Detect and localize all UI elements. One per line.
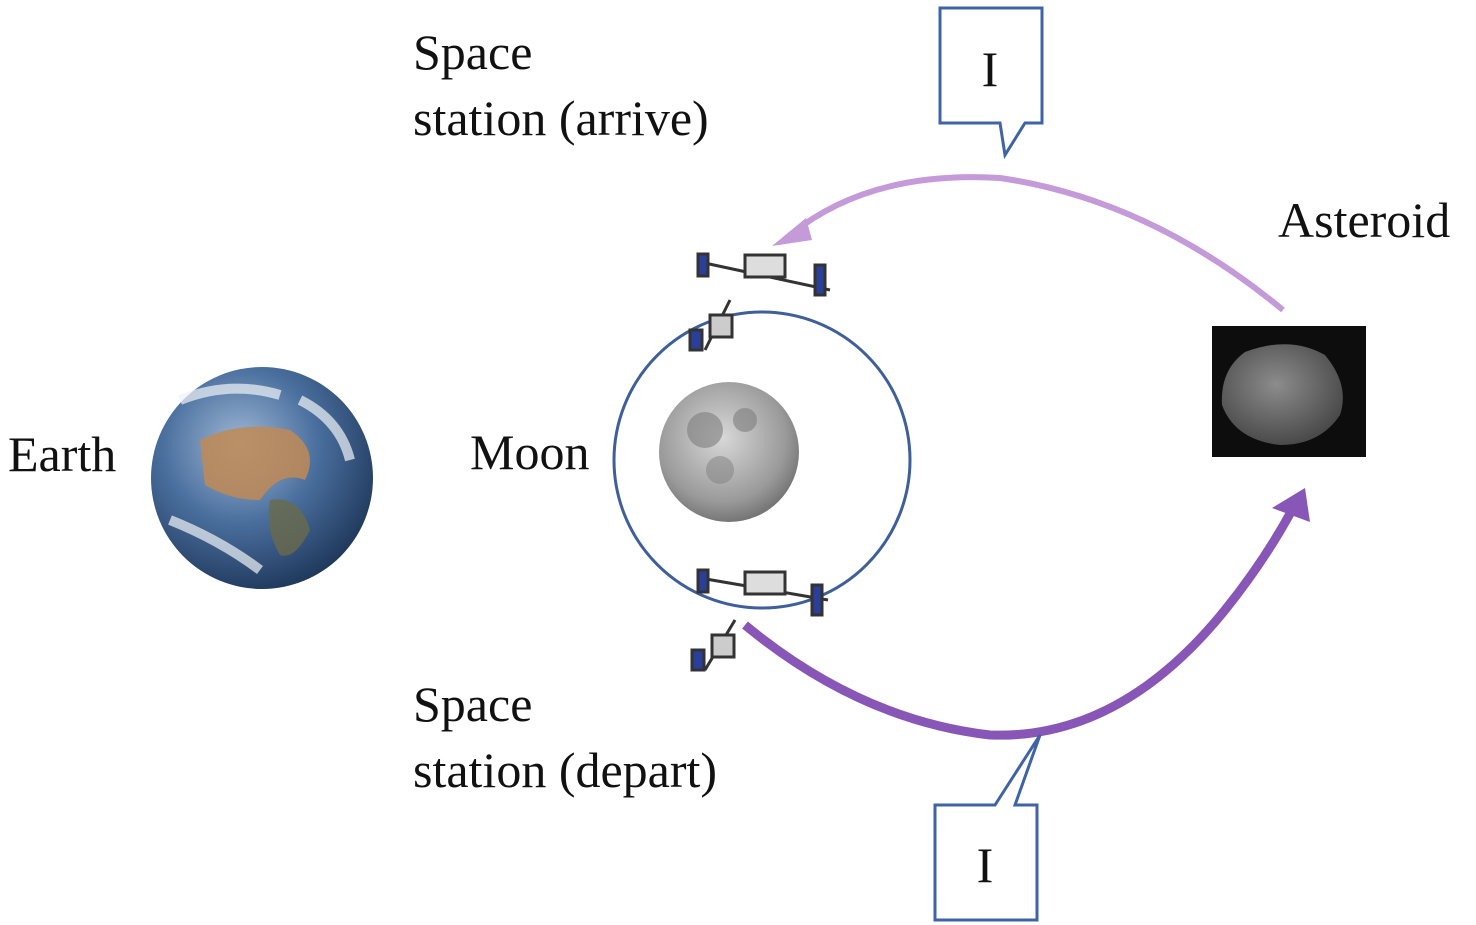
asteroid-label: Asteroid: [1278, 192, 1451, 248]
station-depart-label-line2: station (depart): [413, 742, 718, 798]
station-arrive-label-line1: Space: [413, 24, 533, 80]
moon-label: Moon: [470, 424, 590, 480]
station-arrive-label-line2: station (arrive): [413, 90, 709, 146]
space-station-arrive-icon: [688, 252, 831, 352]
moon-image: [659, 382, 799, 522]
earth-label: Earth: [8, 426, 117, 482]
callout-bottom: I: [933, 734, 1042, 922]
callout-top-text: I: [982, 41, 999, 97]
moon-orbit: [612, 310, 912, 610]
station-depart-label-line1: Space: [413, 676, 533, 732]
return-trajectory-arrow: [788, 174, 1285, 313]
asteroid-image: [1212, 326, 1366, 457]
outbound-arrowhead: [1272, 488, 1310, 522]
return-arrowhead: [772, 218, 812, 246]
outbound-trajectory-arrow: [742, 507, 1296, 740]
callout-top: I: [938, 6, 1044, 160]
space-station-depart-icon: [690, 568, 829, 672]
earth-image: [151, 367, 373, 589]
callout-bottom-text: I: [977, 837, 994, 893]
